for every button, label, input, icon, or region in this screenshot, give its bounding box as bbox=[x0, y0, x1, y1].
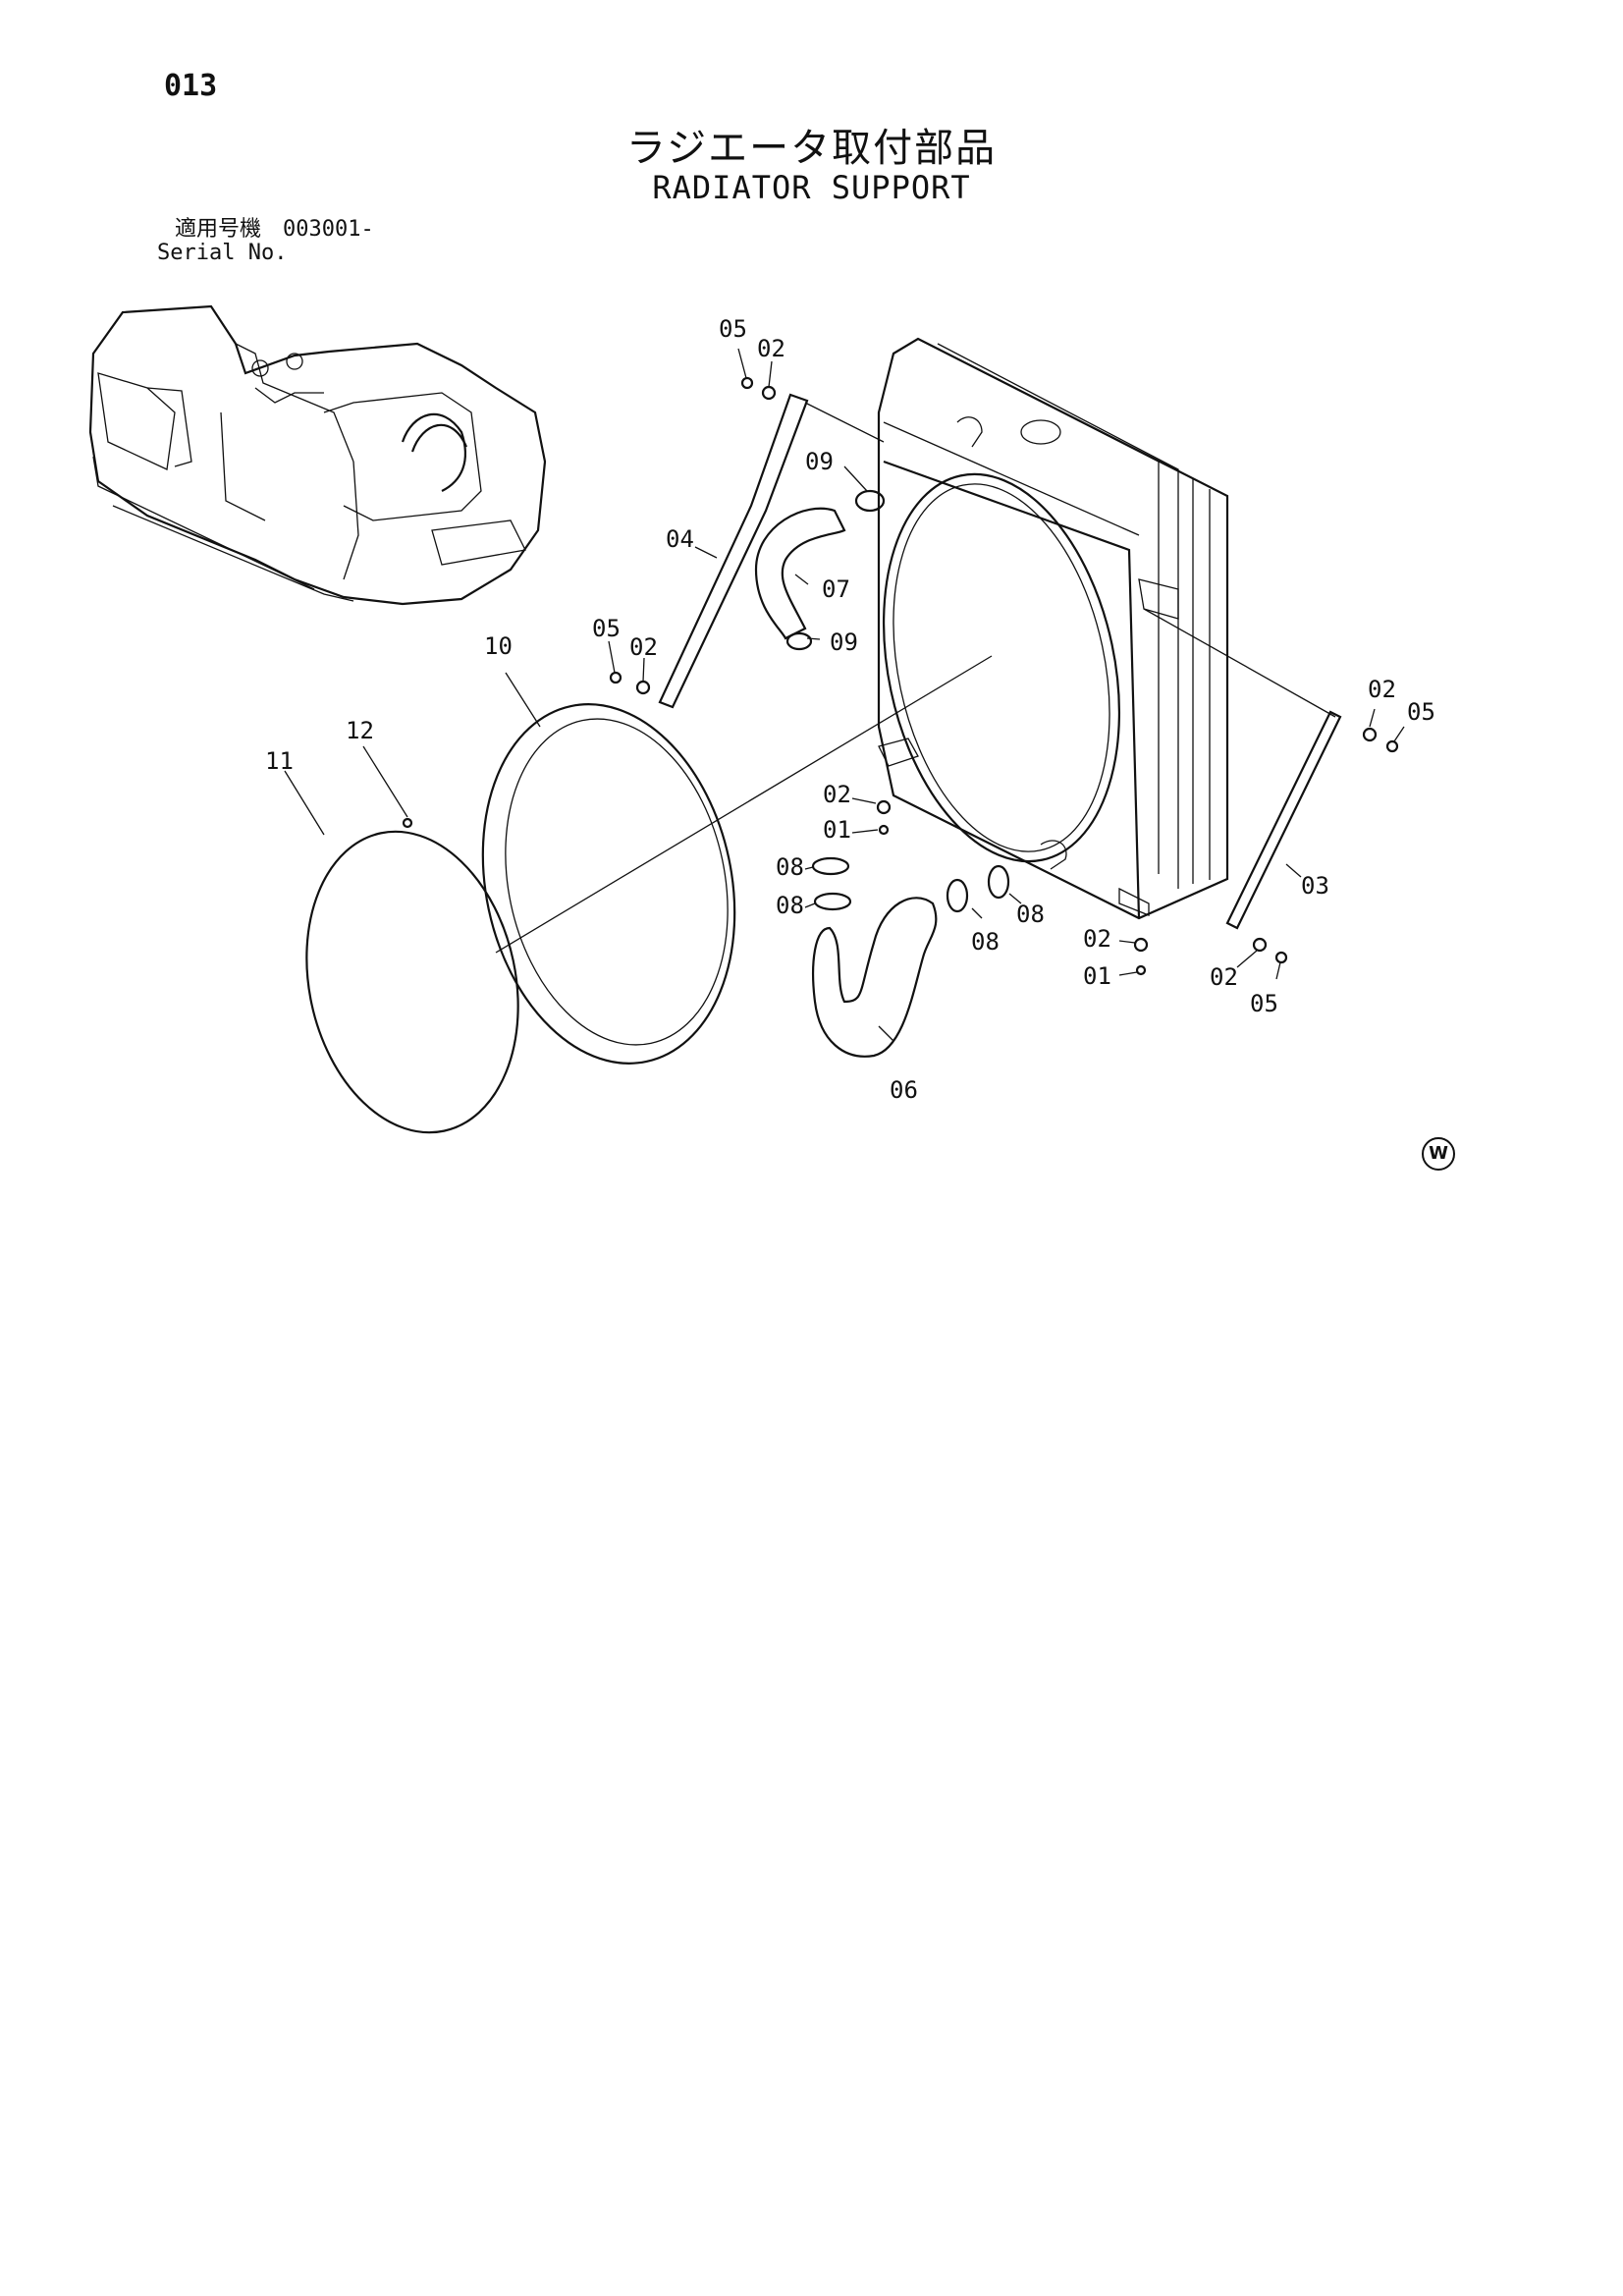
page-number: 013 bbox=[164, 69, 218, 103]
callout-12: 12 bbox=[346, 717, 374, 744]
stay-rod-04 bbox=[658, 393, 809, 709]
callout-08-a: 08 bbox=[776, 853, 804, 881]
fan-shroud-ring-10 bbox=[481, 703, 736, 1065]
callout-03: 03 bbox=[1301, 872, 1329, 900]
callout-08-b: 08 bbox=[776, 892, 804, 919]
callout-09-upper: 09 bbox=[805, 448, 834, 475]
axis-line bbox=[495, 655, 993, 954]
callout-10: 10 bbox=[484, 632, 513, 660]
title-japanese: ラジエータ取付部品 bbox=[625, 126, 998, 171]
axis-line-2 bbox=[1143, 608, 1336, 718]
w-mark-icon: W bbox=[1422, 1137, 1455, 1171]
callout-08-d: 08 bbox=[1016, 901, 1045, 928]
serial-value: 003001- bbox=[283, 217, 374, 242]
callout-02-bottom: 02 bbox=[1210, 963, 1238, 991]
callout-01-lower: 01 bbox=[1083, 962, 1111, 990]
upper-hose-07 bbox=[754, 507, 846, 640]
callout-06: 06 bbox=[890, 1076, 918, 1104]
leader-lines bbox=[284, 348, 1405, 1042]
title-english: RADIATOR SUPPORT bbox=[652, 169, 971, 206]
callout-05-left: 05 bbox=[592, 615, 621, 642]
callout-02-lower: 02 bbox=[1083, 925, 1111, 953]
callout-05-bottom: 05 bbox=[1250, 990, 1278, 1017]
radiator-assembly bbox=[877, 337, 1229, 920]
fan-guard-11 bbox=[305, 830, 519, 1134]
serial-block: 適用号機 003001- Serial No. bbox=[157, 218, 374, 265]
callout-11: 11 bbox=[265, 747, 294, 775]
callout-04: 04 bbox=[666, 525, 694, 553]
callout-05-top: 05 bbox=[719, 315, 747, 343]
excavator-thumbnail bbox=[88, 304, 547, 606]
lower-hose-06 bbox=[812, 897, 938, 1058]
callout-02-left: 02 bbox=[629, 633, 658, 661]
callout-08-c: 08 bbox=[971, 928, 1000, 956]
serial-label-en: Serial No. bbox=[157, 241, 288, 265]
callout-02-right: 02 bbox=[1368, 676, 1396, 703]
serial-label-jp: 適用号機 bbox=[175, 217, 262, 242]
callout-02-mid: 02 bbox=[823, 781, 851, 808]
axis-line-3 bbox=[804, 402, 885, 443]
callout-01-mid: 01 bbox=[823, 816, 851, 844]
callout-09-lower: 09 bbox=[830, 629, 858, 656]
stay-rod-03 bbox=[1225, 710, 1342, 930]
callout-02-top: 02 bbox=[757, 335, 785, 362]
callout-05-right: 05 bbox=[1407, 698, 1435, 726]
callout-07: 07 bbox=[822, 575, 850, 603]
